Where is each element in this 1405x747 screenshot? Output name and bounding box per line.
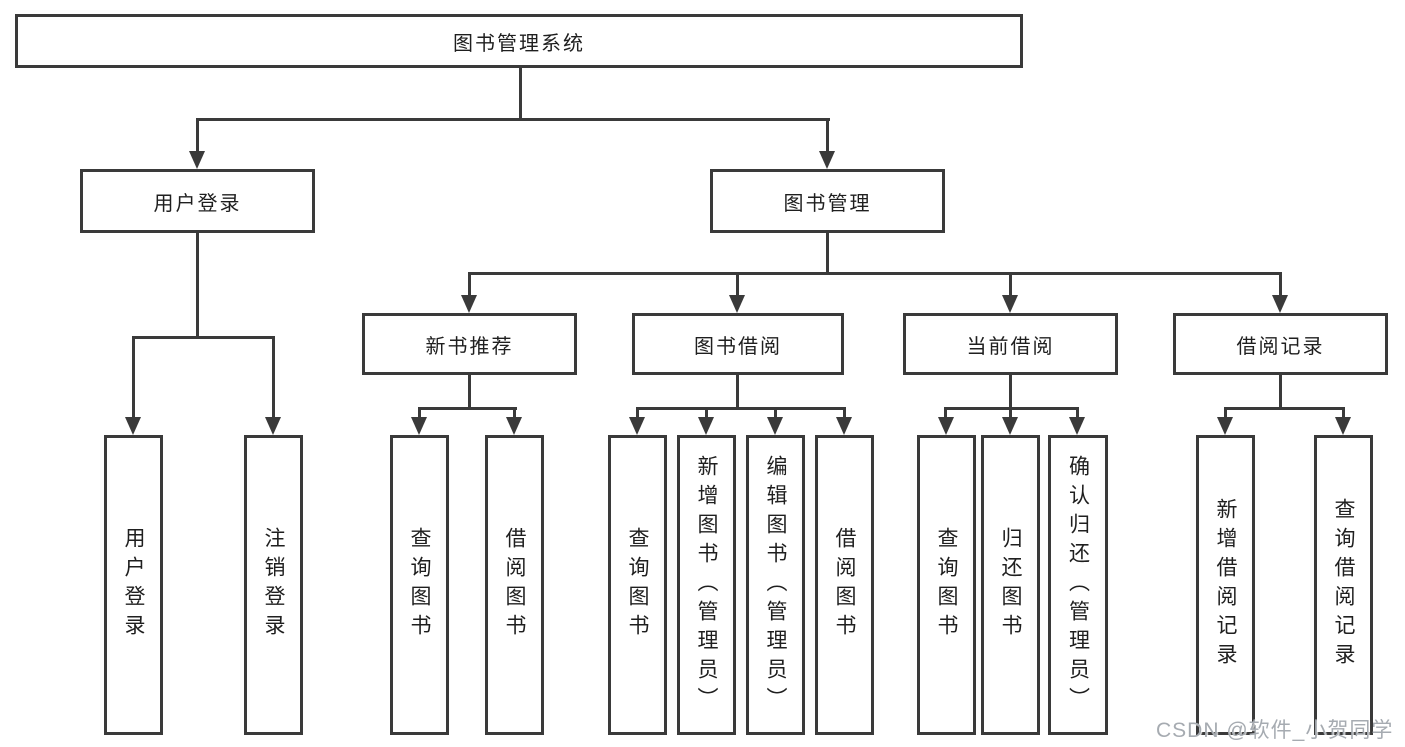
node-label: 新增借阅记录 (1214, 498, 1238, 672)
node-label: 用户登录 (153, 192, 242, 215)
arrow-head (629, 417, 645, 435)
node-label: 新增图书（管理员） (695, 454, 719, 716)
connector-line (1076, 407, 1079, 418)
arrow-head (461, 295, 477, 313)
node-label: 查询图书 (626, 527, 650, 643)
node-edit-books-admin: 编辑图书（管理员） (746, 435, 805, 735)
arrow-head (189, 151, 205, 169)
node-label: 查询图书 (935, 527, 959, 643)
node-label: 新书推荐 (425, 335, 514, 358)
node-label: 图书借阅 (694, 335, 782, 358)
arrow-head (411, 417, 427, 435)
node-logout: 注销登录 (244, 435, 303, 735)
connector-line (418, 407, 421, 418)
arrow-head (1002, 417, 1018, 435)
node-query-borrow-record: 查询借阅记录 (1314, 435, 1373, 735)
connector-line (705, 407, 708, 418)
connector-line (1009, 407, 1012, 418)
arrow-head (506, 417, 522, 435)
node-label: 注销登录 (262, 527, 286, 643)
connector-line (826, 232, 829, 272)
connector-line (736, 374, 739, 408)
connector-line (944, 407, 947, 418)
connector-line (636, 407, 639, 418)
node-label: 借阅记录 (1236, 335, 1325, 358)
node-user-login: 用户登录 (80, 169, 315, 233)
connector-line (196, 118, 830, 121)
node-label: 查询图书 (408, 527, 432, 643)
node-label: 图书管理系统 (453, 32, 585, 55)
arrow-head (1002, 295, 1018, 313)
connector-line (418, 407, 517, 410)
arrow-head (1069, 417, 1085, 435)
connector-line (468, 272, 471, 296)
arrow-head (698, 417, 714, 435)
node-borrow-books-1: 借阅图书 (485, 435, 544, 735)
arrow-head (1335, 417, 1351, 435)
arrow-head (265, 417, 281, 435)
connector-line (736, 272, 739, 296)
node-book-management: 图书管理 (710, 169, 945, 233)
connector-line (1224, 407, 1227, 418)
node-borrow-records: 借阅记录 (1173, 313, 1388, 375)
node-query-books-3: 查询图书 (917, 435, 976, 735)
node-library-management-system: 图书管理系统 (15, 14, 1023, 68)
connector-line (1009, 374, 1012, 408)
node-book-borrow: 图书借阅 (632, 313, 844, 375)
connector-line (132, 336, 275, 339)
connector-line (1342, 407, 1345, 418)
connector-line (826, 118, 829, 152)
node-current-borrow: 当前借阅 (903, 313, 1118, 375)
connector-line (774, 407, 777, 418)
connector-line (513, 407, 516, 418)
node-label: 编辑图书（管理员） (764, 454, 788, 716)
node-label: 借阅图书 (833, 527, 857, 643)
node-label: 当前借阅 (966, 335, 1055, 358)
node-label: 归还图书 (999, 527, 1023, 643)
node-confirm-return-admin: 确认归还（管理员） (1048, 435, 1108, 735)
connector-line (196, 118, 199, 152)
node-query-books-2: 查询图书 (608, 435, 667, 735)
node-user-login-leaf: 用户登录 (104, 435, 163, 735)
node-return-books: 归还图书 (981, 435, 1040, 735)
node-add-books-admin: 新增图书（管理员） (677, 435, 736, 735)
csdn-watermark: CSDN @软件_小贺同学 (1156, 719, 1394, 742)
node-add-borrow-record: 新增借阅记录 (1196, 435, 1255, 735)
connector-line (1279, 272, 1282, 296)
node-borrow-books-2: 借阅图书 (815, 435, 874, 735)
arrow-head (125, 417, 141, 435)
node-label: 借阅图书 (503, 527, 527, 643)
arrow-head (729, 295, 745, 313)
connector-line (468, 272, 1282, 275)
node-new-book-recommend: 新书推荐 (362, 313, 577, 375)
connector-line (1279, 374, 1282, 408)
arrow-head (1217, 417, 1233, 435)
arrow-head (938, 417, 954, 435)
arrow-head (819, 151, 835, 169)
connector-line (843, 407, 846, 418)
connector-line (132, 336, 135, 418)
node-label: 图书管理 (783, 192, 872, 215)
connector-line (636, 407, 846, 410)
connector-line (196, 232, 199, 336)
arrow-head (767, 417, 783, 435)
connector-line (272, 336, 275, 418)
connector-line (1224, 407, 1345, 410)
connector-line (1009, 272, 1012, 296)
arrow-head (1272, 295, 1288, 313)
node-query-books-1: 查询图书 (390, 435, 449, 735)
node-label: 用户登录 (122, 527, 146, 643)
arrow-head (836, 417, 852, 435)
node-label: 确认归还（管理员） (1066, 454, 1090, 716)
connector-line (519, 68, 522, 118)
node-label: 查询借阅记录 (1332, 498, 1356, 672)
connector-line (468, 374, 471, 408)
